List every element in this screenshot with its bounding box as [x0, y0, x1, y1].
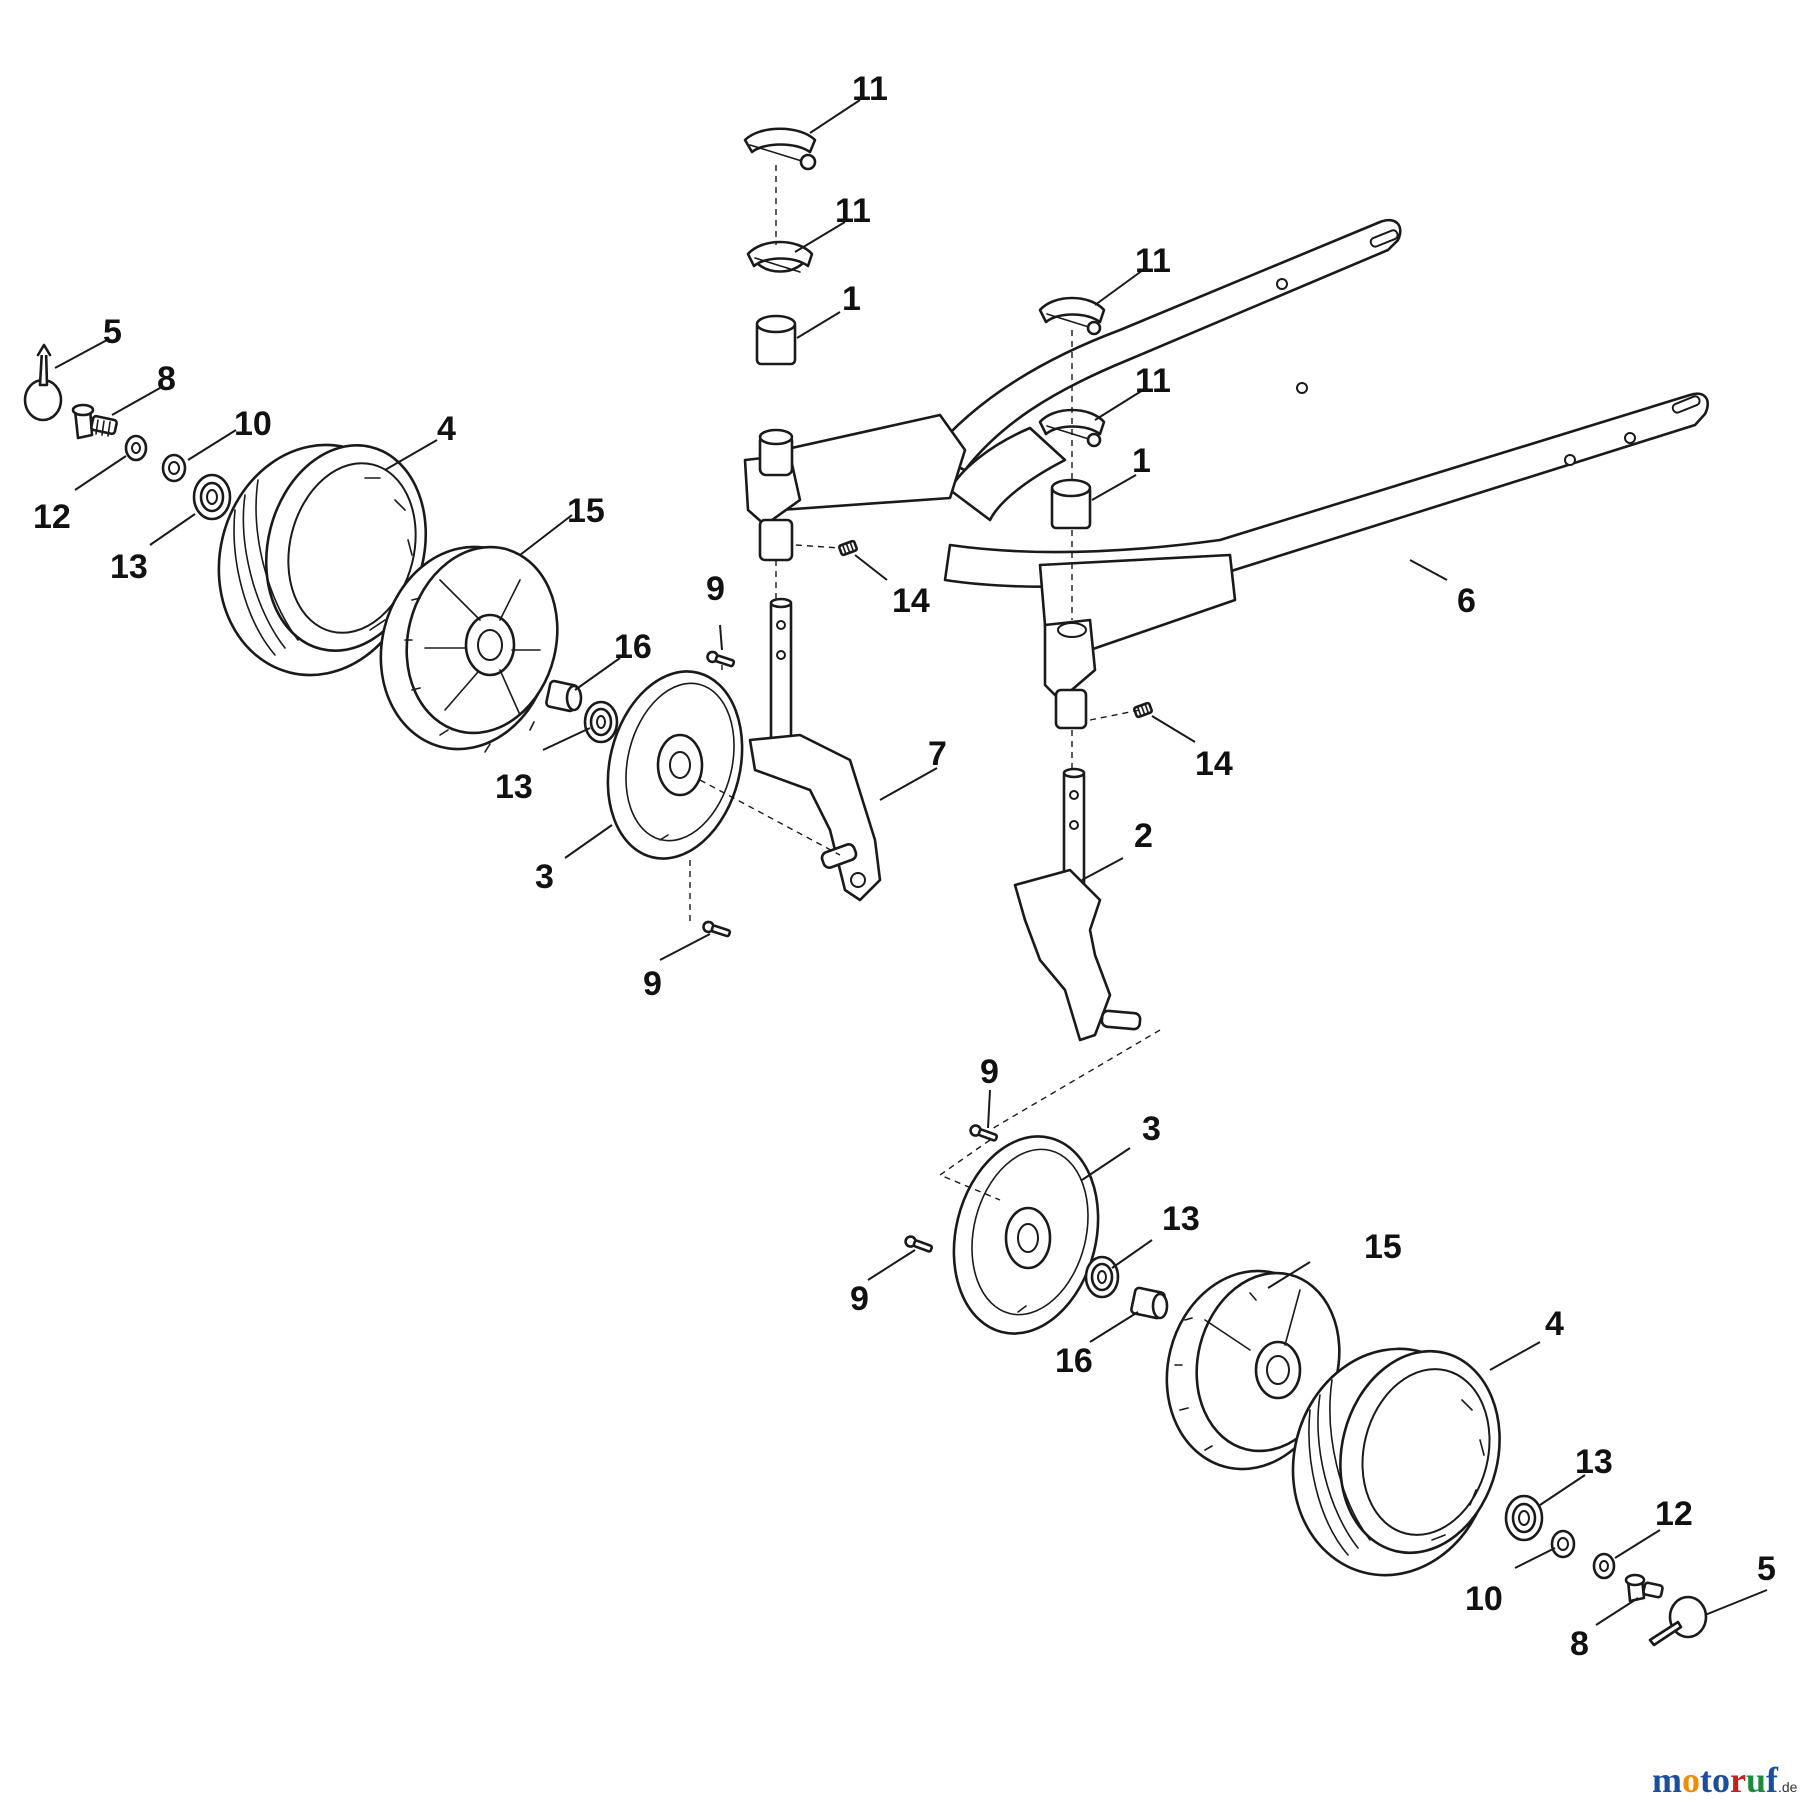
washer-icon — [161, 453, 187, 483]
screw-icon — [1624, 1573, 1664, 1603]
callout-6: 6 — [1457, 582, 1476, 620]
callout-1: 1 — [842, 280, 861, 318]
callout-11: 11 — [835, 192, 871, 230]
wheel-hub-icon — [1165, 1269, 1341, 1471]
callout-5: 5 — [1757, 1550, 1776, 1588]
assembly-lines — [689, 165, 1161, 1201]
washer-icon — [1550, 1529, 1576, 1559]
hub-cap-disc-icon — [606, 670, 744, 860]
wm-f: f — [1766, 1760, 1779, 1800]
callout-13: 13 — [495, 768, 533, 806]
callout-9: 9 — [643, 965, 662, 1003]
wm-u: u — [1746, 1760, 1766, 1800]
callout-2: 2 — [1134, 817, 1153, 855]
retaining-clip-icon — [743, 127, 1106, 448]
callout-8: 8 — [157, 360, 176, 398]
wm-r: r — [1730, 1760, 1746, 1800]
screw-icon — [904, 1124, 999, 1253]
callout-5: 5 — [103, 313, 122, 351]
callout-11: 11 — [1135, 362, 1171, 400]
callout-11: 11 — [852, 70, 888, 108]
callout-15: 15 — [567, 492, 605, 530]
wheel-cover-icon — [23, 343, 63, 422]
callout-1: 1 — [1132, 442, 1151, 480]
callout-16: 16 — [614, 628, 652, 666]
svg-text:motoruf: motoruf — [1652, 1760, 1779, 1800]
callout-7: 7 — [928, 735, 947, 773]
ball-bearing-icon — [583, 700, 619, 744]
callout-9: 9 — [850, 1280, 869, 1318]
wm-m: m — [1652, 1760, 1682, 1800]
screw-icon — [838, 539, 1153, 719]
wheel-hub-icon — [379, 545, 559, 753]
callout-labels: 11 11 11 11 1 1 5 8 10 12 13 4 15 16 13 … — [33, 70, 1776, 1663]
callout-11: 11 — [1135, 242, 1171, 280]
callout-14: 14 — [892, 582, 930, 620]
wheel-tyre-icon — [1291, 1347, 1501, 1577]
hub-cap-disc-icon — [952, 1135, 1100, 1335]
ball-bearing-icon — [1504, 1494, 1544, 1542]
leader-lines — [54, 99, 1768, 1626]
height-axle-icon — [748, 597, 882, 902]
callout-13: 13 — [1162, 1200, 1200, 1238]
callout-9: 9 — [980, 1053, 999, 1091]
callout-13: 13 — [1575, 1443, 1613, 1481]
callout-15: 15 — [1364, 1228, 1402, 1266]
callout-3: 3 — [1142, 1110, 1161, 1148]
callout-4: 4 — [437, 410, 456, 448]
callout-8: 8 — [1570, 1625, 1589, 1663]
callout-10: 10 — [1465, 1580, 1503, 1618]
height-axle-icon — [1013, 767, 1142, 1042]
bushing-icon — [755, 314, 1092, 530]
callout-3: 3 — [535, 858, 554, 896]
handle-frame-icon — [743, 218, 1710, 730]
washer-icon — [124, 434, 148, 462]
wm-t: t — [1700, 1760, 1712, 1800]
wm-tld: .de — [1778, 1779, 1798, 1795]
washer-icon — [1592, 1552, 1616, 1580]
callout-13: 13 — [110, 548, 148, 586]
screw-icon — [71, 403, 118, 440]
callout-16: 16 — [1055, 1342, 1093, 1380]
screw-icon — [702, 650, 736, 938]
ball-bearing-icon — [192, 473, 232, 521]
watermark-logo: motoruf .de — [1652, 1760, 1798, 1800]
callout-12: 12 — [33, 498, 71, 536]
callout-4: 4 — [1545, 1305, 1564, 1343]
bushing-icon — [545, 679, 583, 713]
callout-14: 14 — [1195, 745, 1233, 783]
callout-10: 10 — [234, 405, 272, 443]
ball-bearing-icon — [1084, 1255, 1120, 1299]
bushing-icon — [1130, 1286, 1169, 1320]
wm-o1: o — [1682, 1760, 1700, 1800]
wm-o2: o — [1712, 1760, 1730, 1800]
callout-12: 12 — [1655, 1495, 1693, 1533]
wheel-tyre-icon — [217, 443, 428, 677]
callout-9: 9 — [706, 570, 725, 608]
wheel-cover-icon — [1648, 1595, 1708, 1647]
